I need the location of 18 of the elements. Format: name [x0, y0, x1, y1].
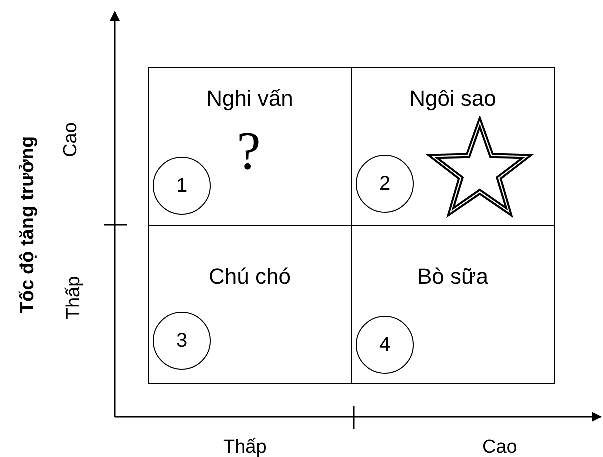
axis-title: Tốc độ tăng trưởng: [17, 136, 40, 314]
quadrant-box: [351, 225, 555, 384]
quadrant-box: [351, 67, 555, 226]
number-circle: 2: [356, 155, 414, 213]
axis-value: Cao: [60, 122, 82, 158]
axis-value: Thấp: [224, 437, 267, 457]
axis-value: Thấp: [63, 276, 86, 320]
question-mark: ?: [236, 120, 262, 182]
number-circle: 3: [153, 312, 211, 370]
quadrant-box: [148, 67, 352, 226]
quadrant-title: Chú chó: [208, 264, 292, 290]
number-circle: 1: [153, 157, 211, 215]
number-circle: 4: [356, 316, 414, 374]
quadrant-title: Bò sữa: [416, 264, 490, 290]
quadrant-title: Nghi vấn: [206, 86, 294, 112]
quadrant-title: Ngôi sao: [408, 86, 498, 112]
axis-value: Cao: [482, 437, 518, 457]
quadrant-box: [148, 225, 352, 384]
